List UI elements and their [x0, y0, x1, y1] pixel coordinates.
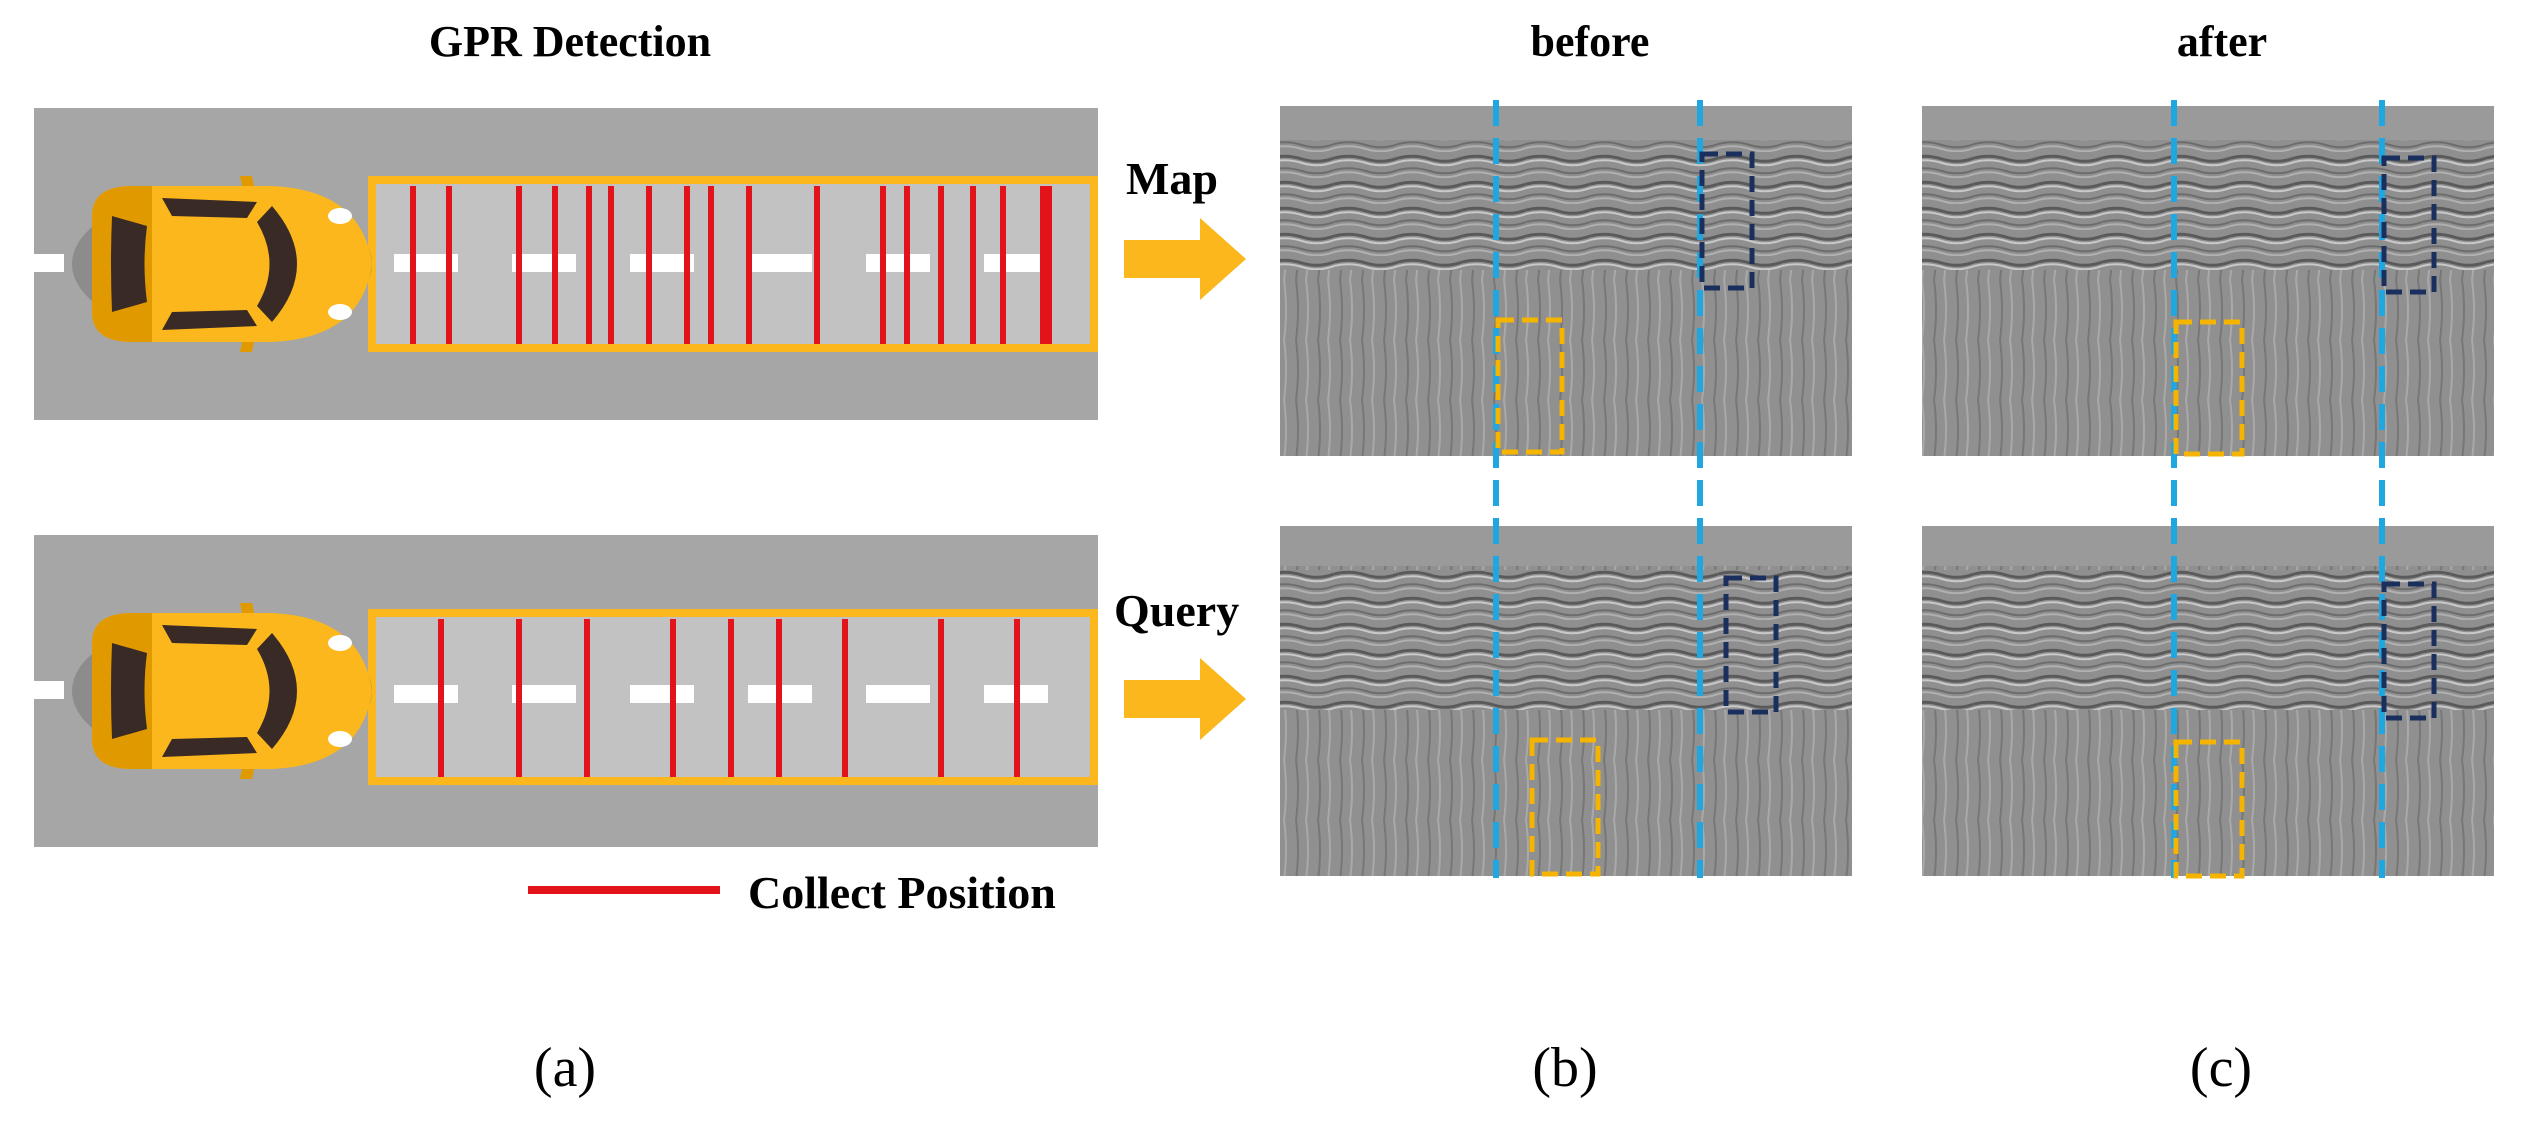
arrow-right-icon [1124, 658, 1246, 740]
feature-box-yellow [1495, 317, 1565, 455]
lane-dash [984, 254, 1048, 272]
lane-dash [748, 254, 812, 272]
collect-line [584, 619, 590, 777]
collect-line [880, 186, 886, 344]
feature-box-yellow [1529, 737, 1601, 877]
caption-c: (c) [2189, 1037, 2253, 1099]
lane-dash [630, 685, 694, 703]
car-icon [72, 603, 372, 779]
collect-line [814, 186, 820, 344]
collect-line [684, 186, 690, 344]
radar-after-query [1922, 526, 2494, 876]
feature-box-navy [2381, 155, 2437, 295]
lane-dash [512, 254, 576, 272]
collect-line [670, 619, 676, 777]
lane-dash [866, 254, 930, 272]
radar-before-query [1280, 526, 1852, 876]
road-scene-query [34, 535, 1098, 847]
collect-line [516, 186, 522, 344]
lane-dash [394, 685, 458, 703]
panel-a-title: GPR Detection [428, 17, 712, 66]
collect-line [776, 619, 782, 777]
lane-dashes [34, 254, 64, 272]
collect-line [708, 186, 714, 344]
collect-line [586, 186, 592, 344]
collect-line [728, 619, 734, 777]
collect-line [938, 186, 944, 344]
collect-lines [410, 186, 1052, 344]
collect-line [410, 186, 416, 344]
collect-line [1014, 619, 1020, 777]
radar-before-map [1280, 106, 1852, 456]
feature-box-yellow [2173, 739, 2245, 879]
legend-label: Collect Position [748, 867, 1056, 918]
query-arrow-label: Query [1114, 585, 1240, 636]
collect-line [1000, 186, 1006, 344]
caption-a: (a) [533, 1037, 597, 1099]
lane-dash [866, 685, 930, 703]
collect-line [552, 186, 558, 344]
collect-line [970, 186, 976, 344]
collect-line [646, 186, 652, 344]
panel-c-title: after [2176, 17, 2268, 66]
lane-dash [512, 685, 576, 703]
collect-line [904, 186, 910, 344]
panel-b-title: before [1530, 17, 1650, 66]
feature-box-navy [2381, 581, 2437, 721]
collect-line [446, 186, 452, 344]
collect-line [842, 619, 848, 777]
legend-collect-line [528, 886, 720, 894]
arrow-right-icon [1124, 218, 1246, 300]
map-arrow-label: Map [1126, 153, 1218, 204]
collect-line [1046, 186, 1052, 344]
radar-panels [1280, 100, 2494, 879]
caption-b: (b) [1532, 1037, 1598, 1099]
feature-box-navy [1699, 151, 1755, 291]
collect-line [438, 619, 444, 777]
collect-line [746, 186, 752, 344]
feature-box-navy [1723, 575, 1779, 715]
collect-lines [438, 619, 1020, 777]
road-scene-map [34, 108, 1098, 420]
collect-line [1040, 186, 1046, 344]
collect-line [516, 619, 522, 777]
car-icon [72, 176, 372, 352]
radar-after-map [1922, 106, 2494, 456]
collect-line [608, 186, 614, 344]
collect-line [938, 619, 944, 777]
feature-box-yellow [2173, 319, 2245, 457]
